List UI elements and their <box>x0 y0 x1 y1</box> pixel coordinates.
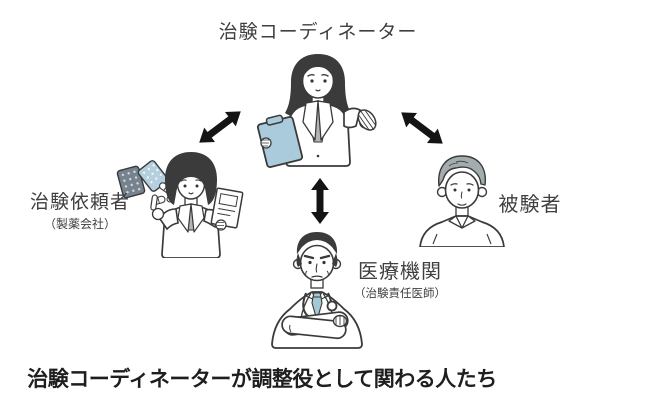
institution-sublabel: （治験責任医師） <box>354 288 446 300</box>
medicine-icons <box>116 160 174 206</box>
subject-label: 被験者 <box>498 194 562 216</box>
coordinator-illustration <box>256 54 377 168</box>
stethoscope <box>302 292 338 317</box>
clipboard <box>256 114 304 168</box>
document-booklet <box>210 187 244 229</box>
open-hand <box>357 109 377 131</box>
sponsor-label: 治験依頼者 <box>29 192 130 213</box>
arrow-coordinator-subject <box>401 112 443 144</box>
arrow-coordinator-sponsor <box>199 111 241 143</box>
institution-label: 医療機関 <box>358 261 442 283</box>
sponsor-illustration <box>116 152 244 258</box>
subject-illustration <box>419 155 505 247</box>
necktie <box>311 292 323 322</box>
institution-illustration <box>271 232 363 349</box>
caption-title: 治験コーディネーターが調整役として関わる人たち <box>27 368 497 391</box>
arrow-coordinator-institution <box>311 178 329 224</box>
coordinator-label: 治験コーディネーター <box>218 22 418 43</box>
sponsor-sublabel: （製薬会社） <box>43 216 116 231</box>
